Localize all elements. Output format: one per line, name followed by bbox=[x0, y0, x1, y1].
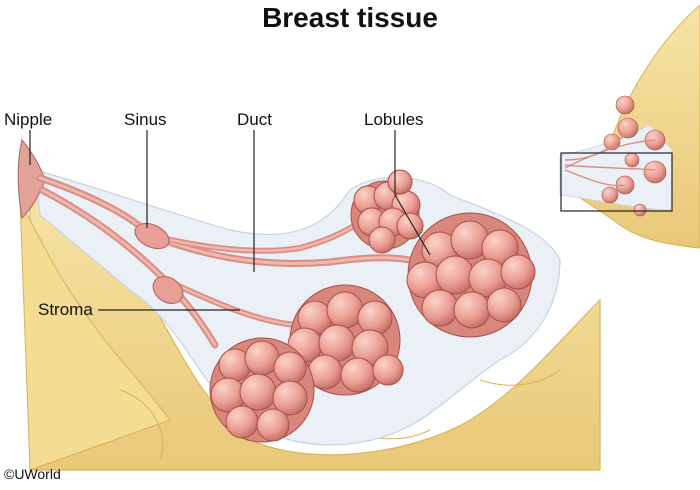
label-nipple: Nipple bbox=[4, 110, 53, 129]
label-duct: Duct bbox=[237, 110, 272, 129]
label-lobules: Lobules bbox=[364, 110, 424, 129]
diagram-title: Breast tissue bbox=[262, 2, 438, 33]
inset-zoom-box bbox=[560, 152, 673, 212]
inset-breast-thumbnail bbox=[558, 4, 700, 249]
label-stroma: Stroma bbox=[38, 300, 93, 319]
lobules-leader-b bbox=[394, 194, 431, 256]
lobule-upper-small bbox=[350, 169, 424, 254]
copyright-credit: ©UWorld bbox=[4, 466, 61, 482]
nipple-shape bbox=[17, 138, 46, 220]
lobule-clusters bbox=[209, 169, 536, 443]
label-sinus: Sinus bbox=[124, 110, 167, 129]
lobule-lower-left bbox=[209, 337, 315, 443]
lobule-right-large bbox=[406, 212, 536, 338]
lobule-middle bbox=[287, 284, 404, 396]
duct-system bbox=[36, 174, 424, 349]
leader-lines bbox=[29, 130, 431, 311]
